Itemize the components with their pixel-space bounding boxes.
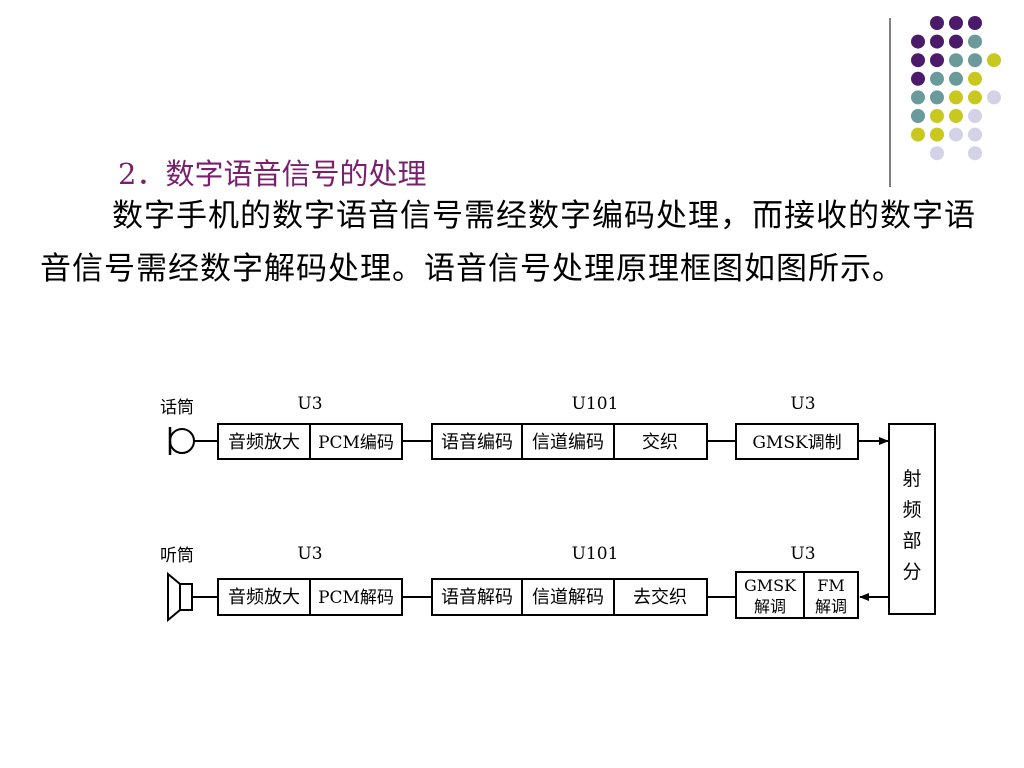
decorative-dot: [930, 16, 944, 30]
decorative-dot: [968, 90, 982, 105]
decorative-dot: [968, 34, 982, 49]
rx-channel-decode-label: 信道解码: [532, 587, 604, 608]
rf-section-block: [888, 423, 936, 615]
tx-u3-right-label: U3: [790, 394, 815, 414]
tx-channel-encode-block: [521, 423, 615, 460]
rf-label-char-3: 部: [902, 530, 921, 552]
decorative-dot: [968, 53, 982, 68]
decorative-dot: [949, 127, 963, 142]
decorative-dot: [968, 71, 982, 86]
tx-pcm-block: [309, 423, 403, 460]
decorative-dot-grid: [889, 16, 1001, 187]
rf-label-char-4: 分: [902, 561, 921, 583]
rx-u3-label: U3: [297, 544, 322, 564]
tx-channel-encode-label: 信道编码: [532, 432, 604, 453]
rx-fm-demod-label-1: FM: [817, 576, 844, 595]
body-paragraph: 数字手机的数字语音信号需经数字编码处理，而接收的数字语音信号需经数字解码处理。语…: [40, 198, 976, 287]
rx-fm-demod-block: [803, 571, 859, 619]
decorative-dot: [949, 53, 963, 68]
rx-pcm-label: PCM解码: [318, 588, 394, 608]
decorative-dot: [911, 34, 925, 49]
decorative-dot: [930, 34, 944, 49]
decorative-dot: [911, 71, 925, 86]
decorative-dot: [949, 34, 963, 49]
decorative-dot: [911, 109, 925, 123]
decorative-dot: [987, 53, 1001, 68]
tx-u3-label: U3: [297, 394, 322, 414]
decorative-dot: [987, 90, 1001, 105]
rx-u101-label: U101: [572, 544, 619, 564]
rf-label-char-1: 射: [902, 468, 921, 490]
decorative-dot: [930, 146, 944, 161]
tx-interleave-block: [613, 423, 708, 460]
decorative-dot: [949, 109, 963, 123]
tx-pcm-label: PCM编码: [318, 433, 394, 453]
rf-label-char-2: 频: [902, 499, 921, 521]
decorative-dot: [930, 109, 944, 123]
decorative-dot: [930, 127, 944, 142]
rx-deinterleave-label: 去交织: [633, 587, 687, 608]
rx-audio-amp-label: 音频放大: [228, 587, 300, 608]
decorative-dot: [949, 90, 963, 105]
rx-u3-right-label: U3: [790, 544, 815, 564]
tx-interleave-label: 交织: [642, 432, 678, 453]
speaker-icon: [167, 571, 193, 623]
decorative-dot: [911, 90, 925, 105]
microphone-icon: [168, 427, 195, 455]
rx-pcm-block: [309, 578, 403, 616]
decorative-dot: [968, 146, 982, 161]
tx-gmsk-modulator-block: [735, 423, 859, 460]
tx-gmsk-modulator-label: GMSK调制: [752, 433, 841, 453]
decorative-dot: [911, 127, 925, 142]
decorative-dot: [930, 71, 944, 86]
rx-speech-decode-label: 语音解码: [441, 587, 513, 608]
tx-audio-amp-block: [217, 423, 311, 460]
decorative-dot: [968, 109, 982, 123]
rx-device-label: 听筒: [160, 546, 194, 566]
decorative-dot: [911, 53, 925, 68]
rx-channel-decode-block: [521, 578, 615, 616]
tx-speech-encode-label: 语音编码: [441, 432, 513, 453]
decorative-dot: [949, 71, 963, 86]
decorative-dot: [968, 127, 982, 142]
rx-gmsk-demod-label-1: GMSK: [744, 576, 797, 595]
rx-fm-demod-label-2: 解调: [815, 597, 847, 616]
rx-gmsk-demod-block: [735, 571, 805, 619]
section-heading: 2．数字语音信号的处理: [118, 157, 427, 192]
decorative-dot: [930, 53, 944, 68]
tx-device-label: 话筒: [160, 398, 194, 418]
rx-audio-amp-block: [217, 578, 311, 616]
rx-deinterleave-block: [613, 578, 708, 616]
tx-u101-label: U101: [572, 394, 619, 414]
tx-audio-amp-label: 音频放大: [228, 432, 300, 453]
rx-speech-decode-block: [431, 578, 523, 616]
decorative-dot: [968, 16, 982, 30]
decorative-dot: [930, 90, 944, 105]
decorative-dot: [949, 16, 963, 30]
rx-gmsk-demod-label-2: 解调: [754, 597, 786, 616]
